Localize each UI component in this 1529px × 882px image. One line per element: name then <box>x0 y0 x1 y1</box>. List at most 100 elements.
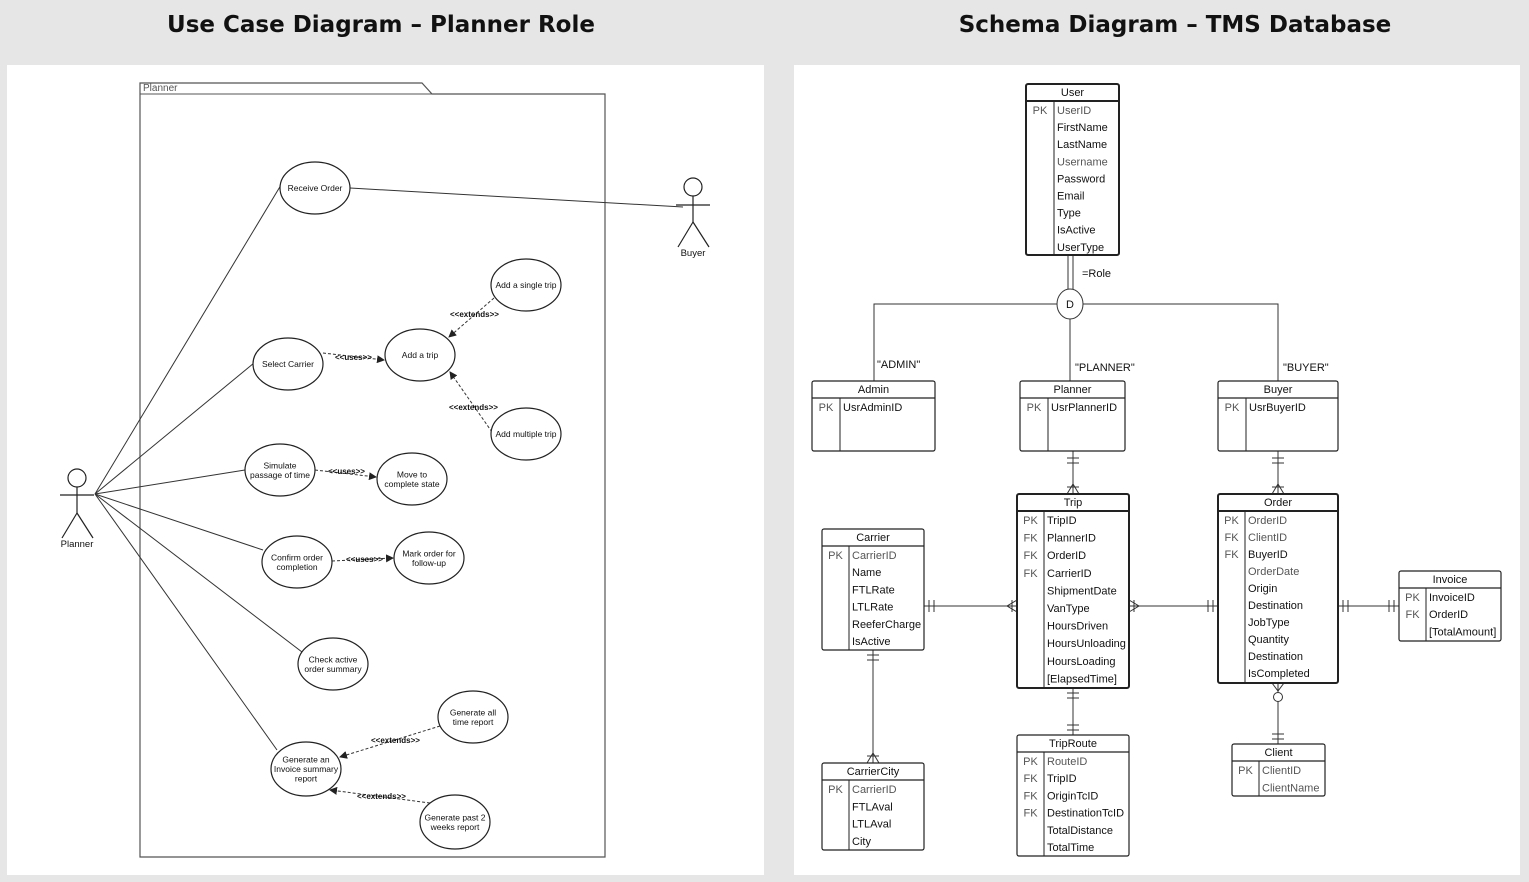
buyer-subtype-label: "BUYER" <box>1283 362 1329 374</box>
use-case-ellipse <box>244 443 316 497</box>
table-field: Email <box>1057 191 1085 203</box>
use-case-select-carrier[interactable]: Select Carrier <box>252 337 324 391</box>
table-field: Type <box>1057 208 1081 220</box>
buyer-actor[interactable] <box>676 177 710 248</box>
relationship-labels: <<uses>> <<extends>> <<extends>> <<uses>… <box>328 310 499 801</box>
use-case-ellipse <box>384 328 456 382</box>
use-case-label: report <box>295 774 318 784</box>
table-key: PK <box>1023 756 1038 768</box>
table-field: Destination <box>1248 600 1303 612</box>
table-name: Carrier <box>856 532 890 544</box>
use-case-label: Move to <box>397 469 428 479</box>
use-case-label: passage of time <box>250 470 310 480</box>
multiple-trip-extends-add-trip <box>449 371 493 433</box>
use-case-receive-order[interactable]: Receive Order <box>279 161 351 215</box>
table-field: TotalTime <box>1047 842 1094 854</box>
use-case-label: follow-up <box>412 558 446 568</box>
buyer-actor-label: Buyer <box>681 248 706 259</box>
table-field: Username <box>1057 156 1108 168</box>
table-name: TripRoute <box>1049 738 1097 750</box>
use-case-ellipse <box>419 794 491 850</box>
table-name: CarrierCity <box>847 766 900 778</box>
table-field: PlannerID <box>1047 533 1096 545</box>
buyer-association <box>349 187 684 208</box>
svg-text:<<extends>>: <<extends>> <box>449 403 498 412</box>
schema-diagram-title: Schema Diagram – TMS Database <box>958 12 1392 38</box>
use-case-label: Add a trip <box>402 350 439 360</box>
table-field: OrderID <box>1047 550 1086 562</box>
table-field: UserID <box>1057 105 1091 117</box>
planner-subtype-label: "PLANNER" <box>1075 362 1135 374</box>
select-carrier-uses-add-trip <box>322 352 385 364</box>
use-case-ellipse <box>393 531 465 585</box>
table-name: Invoice <box>1433 574 1468 586</box>
use-case-add-trip[interactable]: Add a trip <box>384 328 456 382</box>
table-frame <box>1016 734 1130 857</box>
table-field: TripID <box>1047 515 1077 527</box>
table-name: Planner <box>1054 384 1092 396</box>
table-key: FK <box>1023 773 1038 785</box>
table-name: Client <box>1264 747 1292 759</box>
table-field: Origin <box>1248 583 1277 595</box>
use-case-ellipse <box>261 535 333 589</box>
planner-actor[interactable] <box>60 468 94 539</box>
table-key: PK <box>1033 105 1048 117</box>
use-case-add-multiple-trip[interactable]: Add multiple trip <box>490 407 562 461</box>
table-field: VanType <box>1047 603 1090 615</box>
use-case-label: Add multiple trip <box>496 429 557 439</box>
table-key: FK <box>1023 808 1038 820</box>
table-field: [TotalAmount] <box>1429 626 1496 638</box>
table-field: CarrierID <box>1047 568 1092 580</box>
table-field: FTLRate <box>852 584 895 596</box>
use-case-diagram-title: Use Case Diagram – Planner Role <box>167 12 595 38</box>
use-case-label: Simulate <box>263 460 296 470</box>
schema-panel <box>794 65 1520 875</box>
table-field: HoursLoading <box>1047 656 1116 668</box>
use-case-label: Add a single trip <box>496 280 557 290</box>
table-field: RouteID <box>1047 756 1087 768</box>
schema-relationships <box>866 255 1399 764</box>
table-field: IsActive <box>1057 225 1096 237</box>
discriminator-to-admin <box>873 303 1057 381</box>
table-field: UsrBuyerID <box>1249 402 1306 414</box>
table-name: Admin <box>858 384 889 396</box>
table-field: ShipmentDate <box>1047 585 1117 597</box>
use-case-diagram: Planner Planner Buyer <box>60 82 710 858</box>
svg-text:<<extends>>: <<extends>> <box>357 792 406 801</box>
table-field: UserType <box>1057 242 1104 254</box>
table-key: FK <box>1023 533 1038 545</box>
use-case-ellipse <box>279 161 351 215</box>
simulate-uses-move <box>314 469 377 481</box>
admin-subtype-label: "ADMIN" <box>877 359 920 371</box>
discriminator-to-buyer <box>1083 303 1279 381</box>
table-field: CarrierID <box>852 550 897 562</box>
table-field: UsrAdminID <box>843 402 902 414</box>
table-key: PK <box>828 550 843 562</box>
use-case-add-single-trip[interactable]: Add a single trip <box>490 258 562 312</box>
table-field: OrderID <box>1248 515 1287 527</box>
use-case-label: Generate all <box>450 707 496 717</box>
table-key: PK <box>819 402 834 414</box>
table-field: HoursUnloading <box>1047 638 1126 650</box>
table-key: FK <box>1023 790 1038 802</box>
